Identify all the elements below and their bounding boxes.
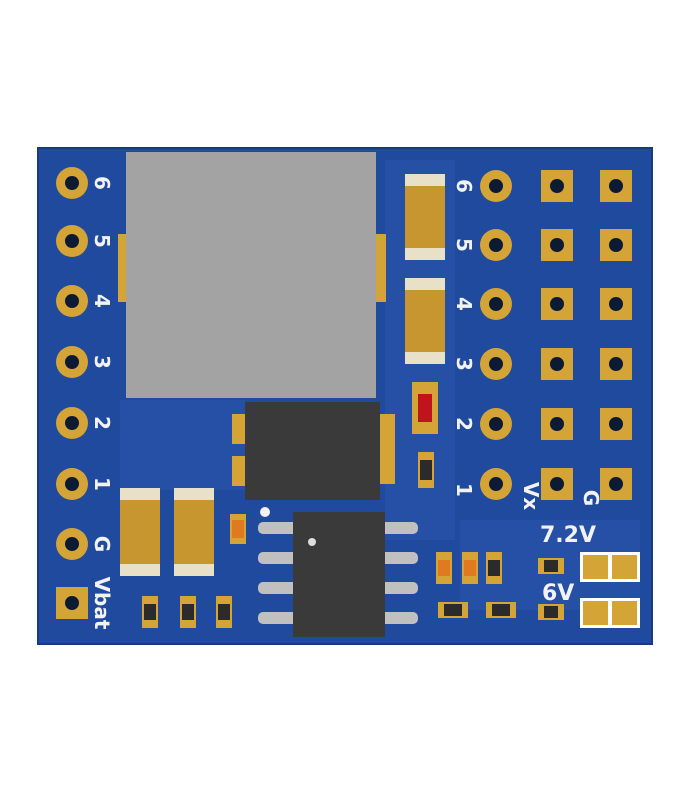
regulator xyxy=(232,402,395,500)
left-label-g: G xyxy=(90,536,114,552)
capacitor-c2 xyxy=(405,278,445,364)
capacitor-c3 xyxy=(120,488,160,576)
capacitor-c1 xyxy=(405,174,445,260)
right-label-vx: Vx xyxy=(519,482,543,510)
left-label-5: 5 xyxy=(90,234,114,248)
resistor-pair-bottom xyxy=(438,602,516,618)
inductor xyxy=(118,152,386,398)
resistor-row-left xyxy=(142,596,232,628)
right-label-4: 4 xyxy=(452,297,476,311)
status-led xyxy=(412,382,438,434)
right-header-labels: 6 5 4 3 2 1 Vx G xyxy=(452,179,603,510)
left-label-6: 6 xyxy=(90,176,114,190)
jumper-label-7v2: 7.2V xyxy=(540,523,596,548)
pin1-dot xyxy=(308,538,316,546)
right-label-6: 6 xyxy=(452,179,476,193)
small-resistor-r1 xyxy=(418,452,434,488)
small-capacitor xyxy=(230,514,246,544)
right-header xyxy=(480,170,632,500)
left-header xyxy=(56,167,88,619)
right-label-5: 5 xyxy=(452,238,476,252)
voltage-jumper-area: 7.2V 6V xyxy=(538,523,640,628)
soic-ic xyxy=(258,512,418,637)
left-label-3: 3 xyxy=(90,355,114,369)
left-label-2: 2 xyxy=(90,416,114,430)
jumper-pad-6v-b xyxy=(612,601,637,625)
right-label-2: 2 xyxy=(452,417,476,431)
right-label-g: G xyxy=(579,490,603,506)
left-label-4: 4 xyxy=(90,294,114,308)
fiducial xyxy=(260,507,270,517)
capacitor-c4 xyxy=(174,488,214,576)
jumper-pad-7v2-b xyxy=(612,555,637,579)
left-label-vbat: Vbat xyxy=(90,577,114,630)
left-label-1: 1 xyxy=(90,477,114,491)
right-label-3: 3 xyxy=(452,357,476,371)
left-header-labels: 6 5 4 3 2 1 G Vbat xyxy=(90,176,114,630)
jumper-pad-7v2-a xyxy=(583,555,608,579)
jumper-label-6v: 6V xyxy=(542,581,574,606)
jumper-pad-6v-a xyxy=(583,601,608,625)
right-label-1: 1 xyxy=(452,483,476,497)
resistor-row-center xyxy=(436,552,502,584)
